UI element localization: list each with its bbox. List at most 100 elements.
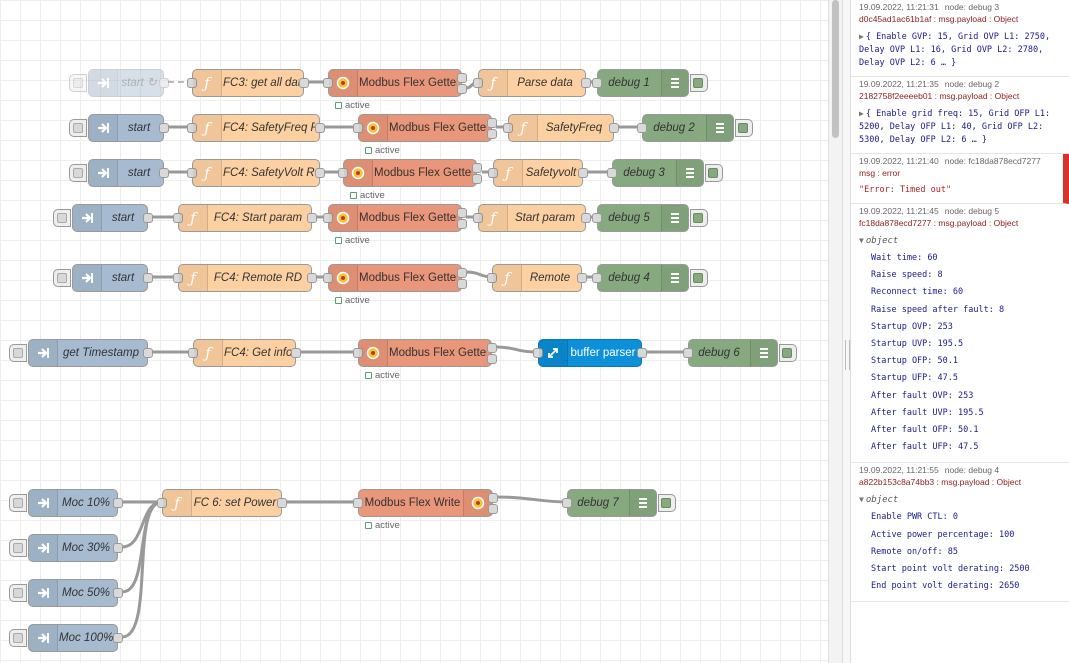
function-node[interactable]: ƒ FC4: Remote RD bbox=[173, 264, 317, 292]
output-port[interactable] bbox=[113, 588, 123, 598]
function-node[interactable]: ƒ FC3: get all data bbox=[187, 69, 309, 97]
inject-button[interactable] bbox=[9, 629, 27, 647]
expand-arrow-icon[interactable]: ▶ bbox=[859, 32, 864, 41]
input-port[interactable] bbox=[323, 273, 333, 283]
sidebar-splitter[interactable] bbox=[842, 0, 850, 663]
debug-toggle-button[interactable] bbox=[690, 209, 708, 227]
function-node[interactable]: ƒ FC 6: set Power bbox=[157, 489, 287, 517]
output-port[interactable] bbox=[609, 123, 619, 133]
inject-node-moc-10[interactable]: Moc 10% bbox=[9, 489, 123, 517]
output-port[interactable] bbox=[315, 168, 325, 178]
workspace-scrollbar[interactable] bbox=[828, 0, 842, 663]
input-port[interactable] bbox=[353, 123, 363, 133]
output-port-1[interactable] bbox=[488, 493, 498, 503]
input-port[interactable] bbox=[607, 168, 617, 178]
inject-button[interactable] bbox=[53, 209, 71, 227]
input-port[interactable] bbox=[488, 168, 498, 178]
buffer-parser-node[interactable]: buffer parser bbox=[533, 339, 647, 367]
modbus-getter-node[interactable]: Modbus Flex Getter active bbox=[353, 114, 497, 156]
output-port-2[interactable] bbox=[488, 504, 498, 514]
function-node[interactable]: ƒ Start param bbox=[473, 204, 591, 232]
input-port[interactable] bbox=[173, 213, 183, 223]
inject-node-start[interactable]: start bbox=[53, 204, 153, 232]
debug-node[interactable]: debug 4 bbox=[592, 264, 708, 292]
input-port[interactable] bbox=[353, 498, 363, 508]
debug-node[interactable]: debug 2 bbox=[637, 114, 753, 142]
output-port-1[interactable] bbox=[457, 208, 467, 218]
output-port[interactable] bbox=[581, 78, 591, 88]
function-node[interactable]: ƒ FC4: Start param bbox=[173, 204, 317, 232]
input-port[interactable] bbox=[353, 348, 363, 358]
inject-button[interactable] bbox=[53, 269, 71, 287]
input-port[interactable] bbox=[683, 348, 693, 358]
output-port-2[interactable] bbox=[457, 219, 467, 229]
debug-toggle-button[interactable] bbox=[705, 164, 723, 182]
output-port[interactable] bbox=[315, 123, 325, 133]
debug-node[interactable]: debug 6 bbox=[683, 339, 797, 367]
output-port[interactable] bbox=[159, 123, 169, 133]
input-port[interactable] bbox=[562, 498, 572, 508]
function-node[interactable]: ƒ FC4: SafetyFreq RD bbox=[187, 114, 325, 142]
debug-node[interactable]: debug 5 bbox=[592, 204, 708, 232]
input-port[interactable] bbox=[173, 273, 183, 283]
output-port[interactable] bbox=[159, 78, 169, 88]
function-node[interactable]: ƒ SafetyFreq bbox=[503, 114, 619, 142]
output-port-2[interactable] bbox=[457, 84, 467, 94]
output-port-2[interactable] bbox=[487, 354, 497, 364]
function-node[interactable]: ƒ FC4: SafetyVolt RD bbox=[187, 159, 325, 187]
output-port-1[interactable] bbox=[457, 73, 467, 83]
inject-node-start[interactable]: start bbox=[69, 114, 169, 142]
message-body[interactable]: ▶{ Enable grid freq: 15, Grid OFP L1: 52… bbox=[859, 109, 1051, 145]
output-port-1[interactable] bbox=[472, 163, 482, 173]
output-port-1[interactable] bbox=[457, 268, 467, 278]
collapse-arrow-icon[interactable]: ▼ bbox=[859, 495, 864, 505]
modbus-getter-node[interactable]: Modbus Flex Getter active bbox=[323, 69, 467, 111]
input-port[interactable] bbox=[323, 78, 333, 88]
inject-node-start[interactable]: start bbox=[53, 264, 153, 292]
output-port[interactable] bbox=[299, 78, 309, 88]
input-port[interactable] bbox=[323, 213, 333, 223]
input-port[interactable] bbox=[592, 78, 602, 88]
debug-node[interactable]: debug 1 bbox=[592, 69, 708, 97]
function-node[interactable]: ƒ Parse data bbox=[473, 69, 591, 97]
output-port[interactable] bbox=[291, 348, 301, 358]
debug-node[interactable]: debug 7 bbox=[562, 489, 676, 517]
input-port[interactable] bbox=[637, 123, 647, 133]
function-node[interactable]: ƒ FC4: Get info bbox=[188, 339, 301, 367]
inject-button[interactable] bbox=[9, 584, 27, 602]
input-port[interactable] bbox=[338, 168, 348, 178]
output-port-1[interactable] bbox=[487, 343, 497, 353]
output-port[interactable] bbox=[578, 168, 588, 178]
input-port[interactable] bbox=[187, 78, 197, 88]
debug-toggle-button[interactable] bbox=[779, 344, 797, 362]
output-port-2[interactable] bbox=[472, 174, 482, 184]
inject-node-moc-30[interactable]: Moc 30% bbox=[9, 534, 123, 562]
input-port[interactable] bbox=[473, 78, 483, 88]
input-port[interactable] bbox=[503, 123, 513, 133]
inject-button[interactable] bbox=[69, 164, 87, 182]
message-body[interactable]: ▶{ Enable GVP: 15, Grid OVP L1: 2750, De… bbox=[859, 32, 1051, 68]
inject-button[interactable] bbox=[9, 539, 27, 557]
output-port[interactable] bbox=[637, 348, 647, 358]
output-port[interactable] bbox=[143, 213, 153, 223]
modbus-getter-node[interactable]: Modbus Flex Getter active bbox=[323, 264, 467, 306]
function-node[interactable]: ƒ Remote bbox=[487, 264, 587, 292]
output-port-2[interactable] bbox=[487, 129, 497, 139]
collapse-arrow-icon[interactable]: ▼ bbox=[859, 236, 864, 245]
input-port[interactable] bbox=[592, 213, 602, 223]
modbus-getter-node[interactable]: Modbus Flex Getter active bbox=[353, 339, 497, 381]
modbus-getter-node[interactable]: Modbus Flex Getter active bbox=[323, 204, 467, 246]
debug-toggle-button[interactable] bbox=[690, 74, 708, 92]
output-port[interactable] bbox=[277, 498, 287, 508]
input-port[interactable] bbox=[188, 348, 198, 358]
input-port[interactable] bbox=[473, 213, 483, 223]
input-port[interactable] bbox=[533, 348, 543, 358]
debug-toggle-button[interactable] bbox=[735, 119, 753, 137]
input-port[interactable] bbox=[157, 498, 167, 508]
input-port[interactable] bbox=[187, 123, 197, 133]
inject-button[interactable] bbox=[69, 74, 87, 92]
